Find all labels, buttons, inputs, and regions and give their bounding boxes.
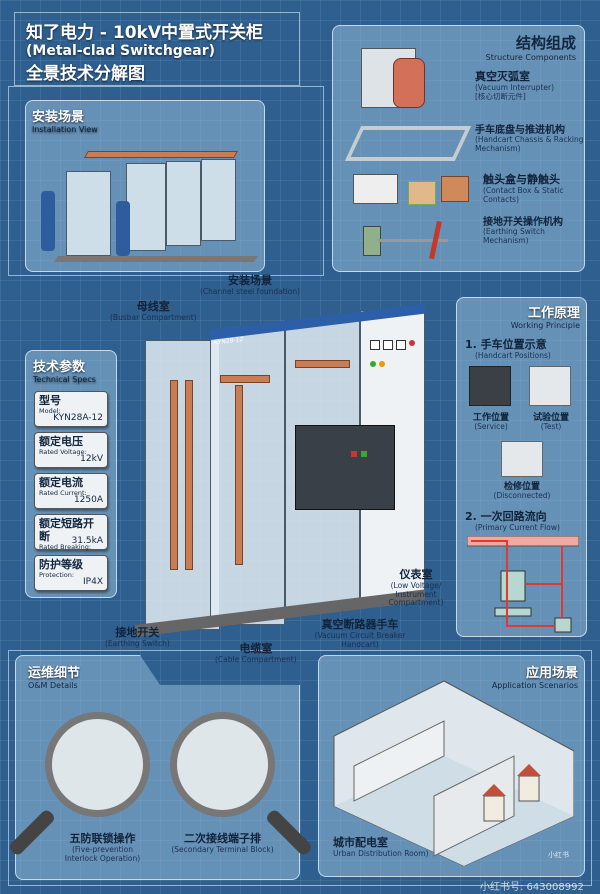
om-subtitle: O&M Details <box>28 681 78 690</box>
structure-item: 触头盒与静触头(Contact Box & Static Contacts) <box>483 173 564 204</box>
side-cabinet <box>145 340 220 630</box>
principle-subtitle: Working Principle <box>510 321 580 330</box>
structure-subtitle: Structure Components <box>485 53 576 62</box>
title-line3: 全景技术分解图 <box>26 64 145 84</box>
contact-box-icon <box>353 174 398 204</box>
watermark-id: 小红书号: 643008992 <box>480 882 584 893</box>
position-disconnected-icon <box>501 441 543 477</box>
switchgear-cabinet-illustration: KYN28-12 <box>135 285 435 645</box>
installation-title: 安装场景 <box>32 110 85 125</box>
label-busbar: 母线室(Busbar Compartment) <box>110 300 197 322</box>
om-title: 运维细节 <box>28 666 81 681</box>
structure-item: 手车底盘与推进机构(Handcart Chassis & Racking Mec… <box>475 125 584 153</box>
position-disconnected: 检修位置(Disconnected) <box>493 482 551 500</box>
label-handcart: 真空断路器手车(Vacuum Circuit Breaker Handcart) <box>314 618 406 649</box>
handcart-chassis-icon <box>344 126 472 161</box>
section-current-flow: 2. 一次回路流向 <box>465 510 547 523</box>
worker-figure <box>116 201 130 256</box>
specs-subtitle: Technical Specs <box>33 375 96 384</box>
frame <box>8 86 324 276</box>
title-line1: 知了电力 - 10kV中置式开关柜 <box>26 23 264 43</box>
title-frame <box>14 12 300 86</box>
position-test-icon <box>529 366 571 406</box>
structure-title: 结构组成 <box>515 34 576 52</box>
section-subtitle: (Handcart Positions) <box>475 351 551 360</box>
structure-panel: 结构组成 Structure Components 真空灭弧室(Vacuum I… <box>332 25 585 272</box>
worker-figure <box>41 191 55 251</box>
instrument-panel <box>370 340 418 375</box>
label-lv: 仪表室(Low Voltage/ Instrument Compartment) <box>388 568 444 608</box>
current-flow-diagram <box>467 536 579 633</box>
title-line2: (Metal-clad Switchgear) <box>26 43 216 59</box>
specs-title: 技术参数 <box>33 360 86 375</box>
structure-item: 真空灭弧室(Vacuum Interrupter)[核心切断元件] <box>475 70 555 101</box>
principle-panel: 工作原理 Working Principle 1. 手车位置示意 (Handca… <box>456 297 587 637</box>
distribution-room-illustration <box>333 680 574 866</box>
page-title: 知了电力 - 10kV中置式开关柜 (Metal-clad Switchgear… <box>26 18 263 84</box>
installation-illustration <box>41 151 258 262</box>
position-service: 工作位置(Service) <box>472 413 509 431</box>
magnifier-terminal-icon <box>170 712 275 817</box>
application-subtitle: Application Scenarios <box>491 681 578 690</box>
application-title: 应用场景 <box>525 666 578 681</box>
label-cable: 电缆室(Cable Compartment) <box>215 642 297 664</box>
structure-item: 接地开关操作机构(Earthing Switch Mechanism) <box>483 217 563 245</box>
principle-title: 工作原理 <box>527 306 580 321</box>
section-subtitle: (Primary Current Flow) <box>475 523 560 532</box>
magnifier-interlock-icon <box>45 712 150 817</box>
section-handcart-positions: 1. 手车位置示意 <box>465 338 547 351</box>
position-service-icon <box>469 366 511 406</box>
circuit-breaker-handcart <box>295 425 395 510</box>
installation-subtitle: Installation View <box>32 125 98 134</box>
om-item-interlock: 五防联锁操作(Five-prevention Interlock Operati… <box>64 832 141 863</box>
label-earthing: 接地开关(Earthing Switch) <box>105 626 170 648</box>
earthing-mechanism-icon <box>363 220 463 261</box>
frame <box>8 650 592 886</box>
watermark-logo: 小红书 <box>548 851 569 859</box>
label-foundation: 安装场景(Channel steel foundation) <box>200 274 301 296</box>
installation-panel: 安装场景 Installation View <box>25 100 265 272</box>
position-test: 试验位置(Test) <box>532 413 569 431</box>
om-item-terminal: 二次接线端子排(Secondary Terminal Block) <box>171 832 274 854</box>
